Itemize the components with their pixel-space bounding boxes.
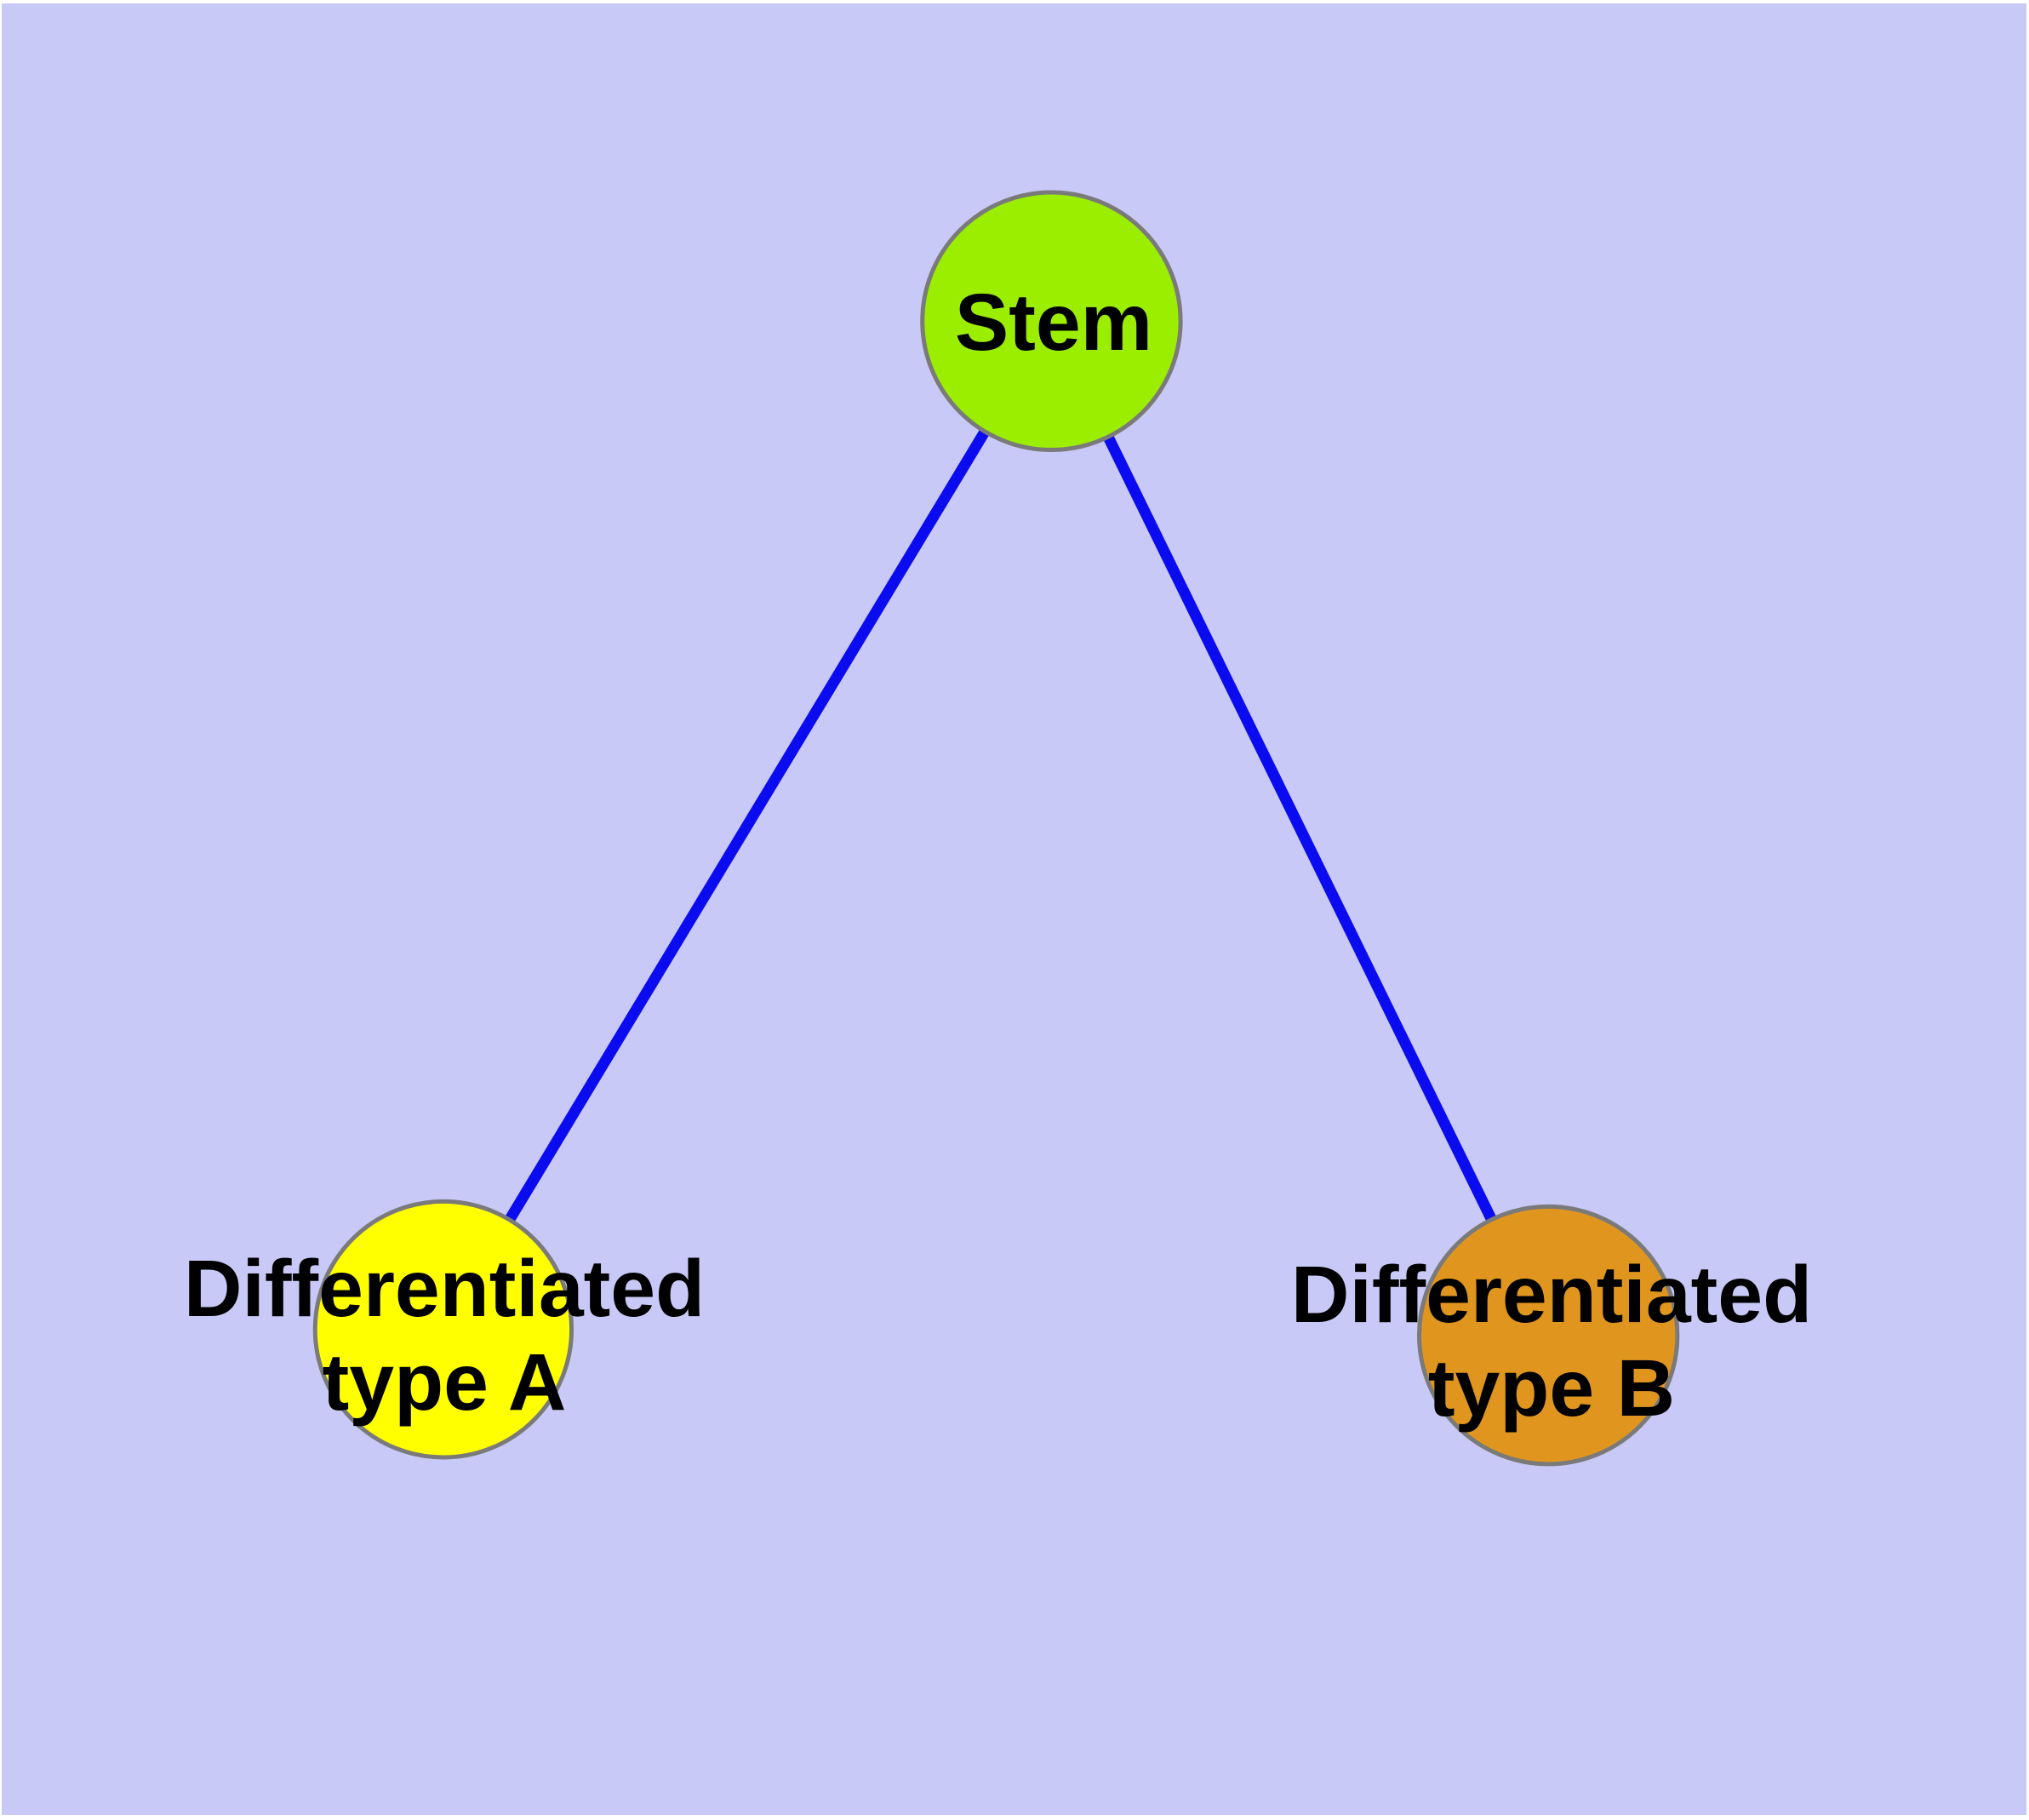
node-circle-stem <box>920 190 1183 453</box>
node-label-stem: Stem <box>955 276 1152 369</box>
diagram-canvas: Stem Differentiated type A Differentiate… <box>2 3 2026 1815</box>
type-b-label-line-1: Differentiated <box>1290 1250 1813 1340</box>
type-b-label-line-2: type B <box>1427 1343 1676 1434</box>
type-a-label-line-1: Differentiated <box>183 1244 706 1334</box>
graph-svg <box>312 190 1680 1467</box>
type-a-label-line-2: type A <box>322 1337 567 1428</box>
edge-stem-to-differentiated-type-b <box>1046 318 1554 1338</box>
node-circle-differentiated-type-a <box>312 1199 574 1460</box>
edge-stem-to-differentiated-type-a <box>438 318 1056 1333</box>
node-label-differentiated-type-a: Differentiated type A <box>184 1242 705 1429</box>
node-label-differentiated-type-b: Differentiated type B <box>1291 1248 1812 1435</box>
node-circle-differentiated-type-b <box>1417 1204 1680 1467</box>
stem-label-text: Stem <box>954 278 1153 368</box>
